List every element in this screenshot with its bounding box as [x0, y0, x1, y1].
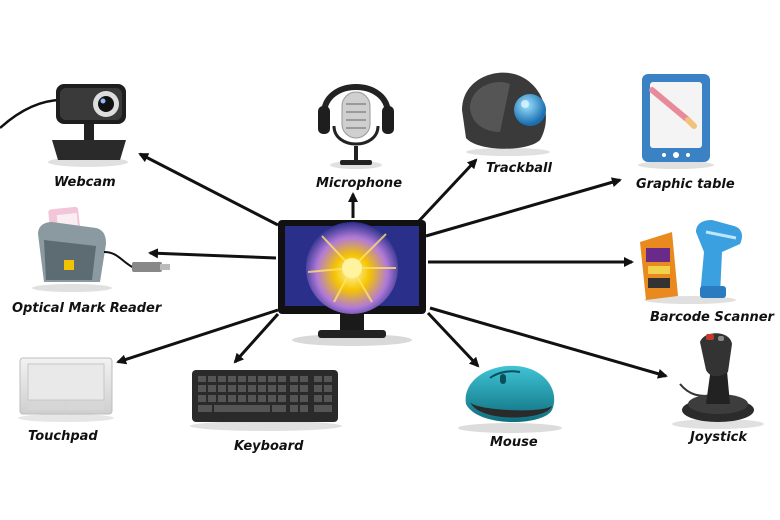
arrow-trackball	[416, 158, 478, 224]
device-label-barcode-scanner: Barcode Scanner	[650, 310, 776, 325]
joystick-icon	[672, 333, 764, 429]
arrow-joystick	[429, 306, 668, 379]
arrows	[116, 152, 668, 379]
device-label-trackball: Trackball	[486, 161, 553, 176]
arrow-webcam	[138, 152, 279, 227]
graphic-tablet-icon	[638, 74, 714, 169]
trackball-icon	[462, 72, 550, 156]
optical-mark-reader-icon	[32, 206, 170, 292]
device-label-joystick: Joystick	[687, 430, 748, 445]
touchpad-icon	[18, 357, 114, 422]
device-label-keyboard: Keyboard	[234, 439, 304, 454]
arrow-keyboard	[233, 312, 280, 364]
arrow-touchpad	[116, 308, 279, 365]
device-label-webcam: Webcam	[54, 175, 116, 190]
arrow-mouse	[426, 311, 480, 368]
arrow-graphic-table	[425, 177, 622, 238]
webcam-icon	[0, 84, 128, 167]
microphone-icon	[318, 84, 394, 169]
monitor-icon	[278, 220, 426, 346]
barcode-scanner-icon	[640, 220, 742, 304]
device-label-optical-mark-reader: Optical Mark Reader	[12, 301, 163, 316]
keyboard-icon	[190, 370, 342, 431]
arrow-optical-mark-reader	[148, 248, 277, 260]
device-label-mouse: Mouse	[490, 435, 538, 450]
mouse-icon	[458, 365, 562, 433]
device-label-touchpad: Touchpad	[28, 429, 98, 444]
device-label-graphic-table: Graphic table	[636, 177, 735, 192]
device-label-microphone: Microphone	[316, 176, 402, 191]
